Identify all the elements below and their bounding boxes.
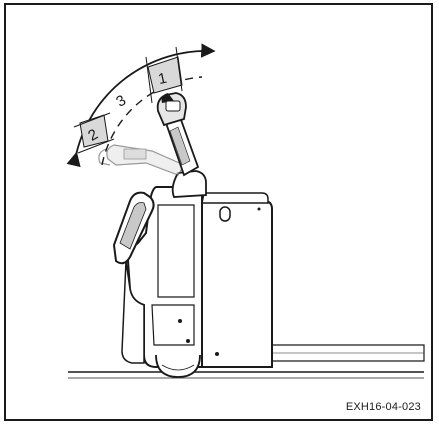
figure-frame: 1 3 2 EXH16-04-023 [4,3,433,421]
drive-wheel [156,355,200,377]
tiller-handle [158,93,186,125]
tiller-angle-diagram: 1 3 2 [6,5,435,423]
figure-code: EXH16-04-023 [346,401,421,413]
fork [256,345,424,361]
tiller-lowered [99,145,184,175]
zone-3-label: 3 [113,92,129,111]
floor [68,372,424,378]
zone-3-marker: 3 [113,92,129,111]
motor-housing [198,193,272,367]
